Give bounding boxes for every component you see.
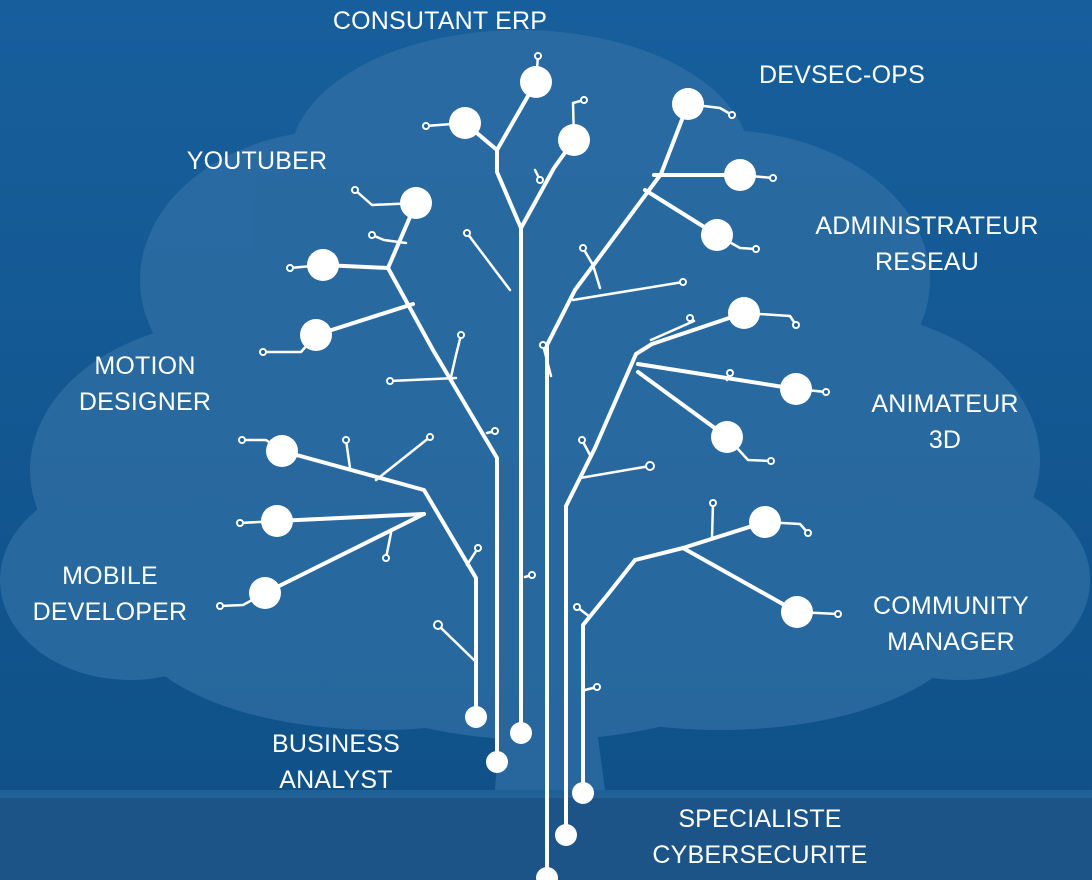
node — [520, 66, 552, 98]
label-specialiste-cybersecurite: SPECIALISTE CYBERSECURITE — [620, 801, 900, 873]
node — [711, 421, 743, 453]
node — [781, 596, 813, 628]
label-line: DEVELOPER — [32, 598, 188, 626]
label-line: MANAGER — [887, 628, 1015, 656]
node — [558, 124, 590, 156]
node — [724, 159, 756, 191]
node — [249, 577, 281, 609]
label-consultant-erp: CONSUTANT ERP — [290, 3, 590, 39]
label-line: CONSUTANT ERP — [332, 7, 548, 35]
node — [572, 782, 594, 804]
node — [307, 249, 339, 281]
label-animateur-3d: ANIMATEUR 3D — [830, 386, 1060, 458]
twig-ends — [216, 52, 842, 691]
node — [536, 867, 558, 880]
node — [400, 187, 432, 219]
label-line: MOBILE — [62, 562, 158, 590]
label-line: ANIMATEUR — [871, 390, 1019, 418]
node — [701, 219, 733, 251]
label-devsec-ops: DEVSEC-OPS — [722, 57, 962, 93]
label-line: DEVSEC-OPS — [759, 61, 925, 89]
label-line: COMMUNITY — [873, 592, 1029, 620]
label-administrateur-reseau: ADMINISTRATEUR RESEAU — [782, 208, 1072, 280]
label-line: MOTION — [94, 352, 196, 380]
label-business-analyst: BUSINESS ANALYST — [236, 726, 436, 798]
label-line: BUSINESS — [271, 730, 401, 758]
node — [300, 319, 332, 351]
node — [486, 751, 508, 773]
node — [449, 107, 481, 139]
label-line: CYBERSECURITE — [652, 841, 868, 869]
label-line: SPECIALISTE — [678, 805, 842, 833]
node — [510, 722, 532, 744]
label-line: RESEAU — [874, 248, 979, 276]
node — [261, 505, 293, 537]
node — [728, 297, 760, 329]
node — [266, 435, 298, 467]
label-community-manager: COMMUNITY MANAGER — [826, 588, 1076, 660]
label-line: YOUTUBER — [186, 147, 328, 175]
node — [749, 506, 781, 538]
label-line: ADMINISTRATEUR — [815, 212, 1039, 240]
circuit-nodes — [249, 66, 813, 880]
label-line: ANALYST — [279, 766, 393, 794]
label-youtuber: YOUTUBER — [152, 143, 362, 179]
label-line: 3D — [928, 426, 962, 454]
node — [555, 824, 577, 846]
node — [780, 373, 812, 405]
node — [672, 88, 704, 120]
label-mobile-developer: MOBILE DEVELOPER — [0, 558, 220, 630]
label-line: DESIGNER — [78, 388, 212, 416]
node — [465, 706, 487, 728]
label-motion-designer: MOTION DESIGNER — [40, 348, 250, 420]
